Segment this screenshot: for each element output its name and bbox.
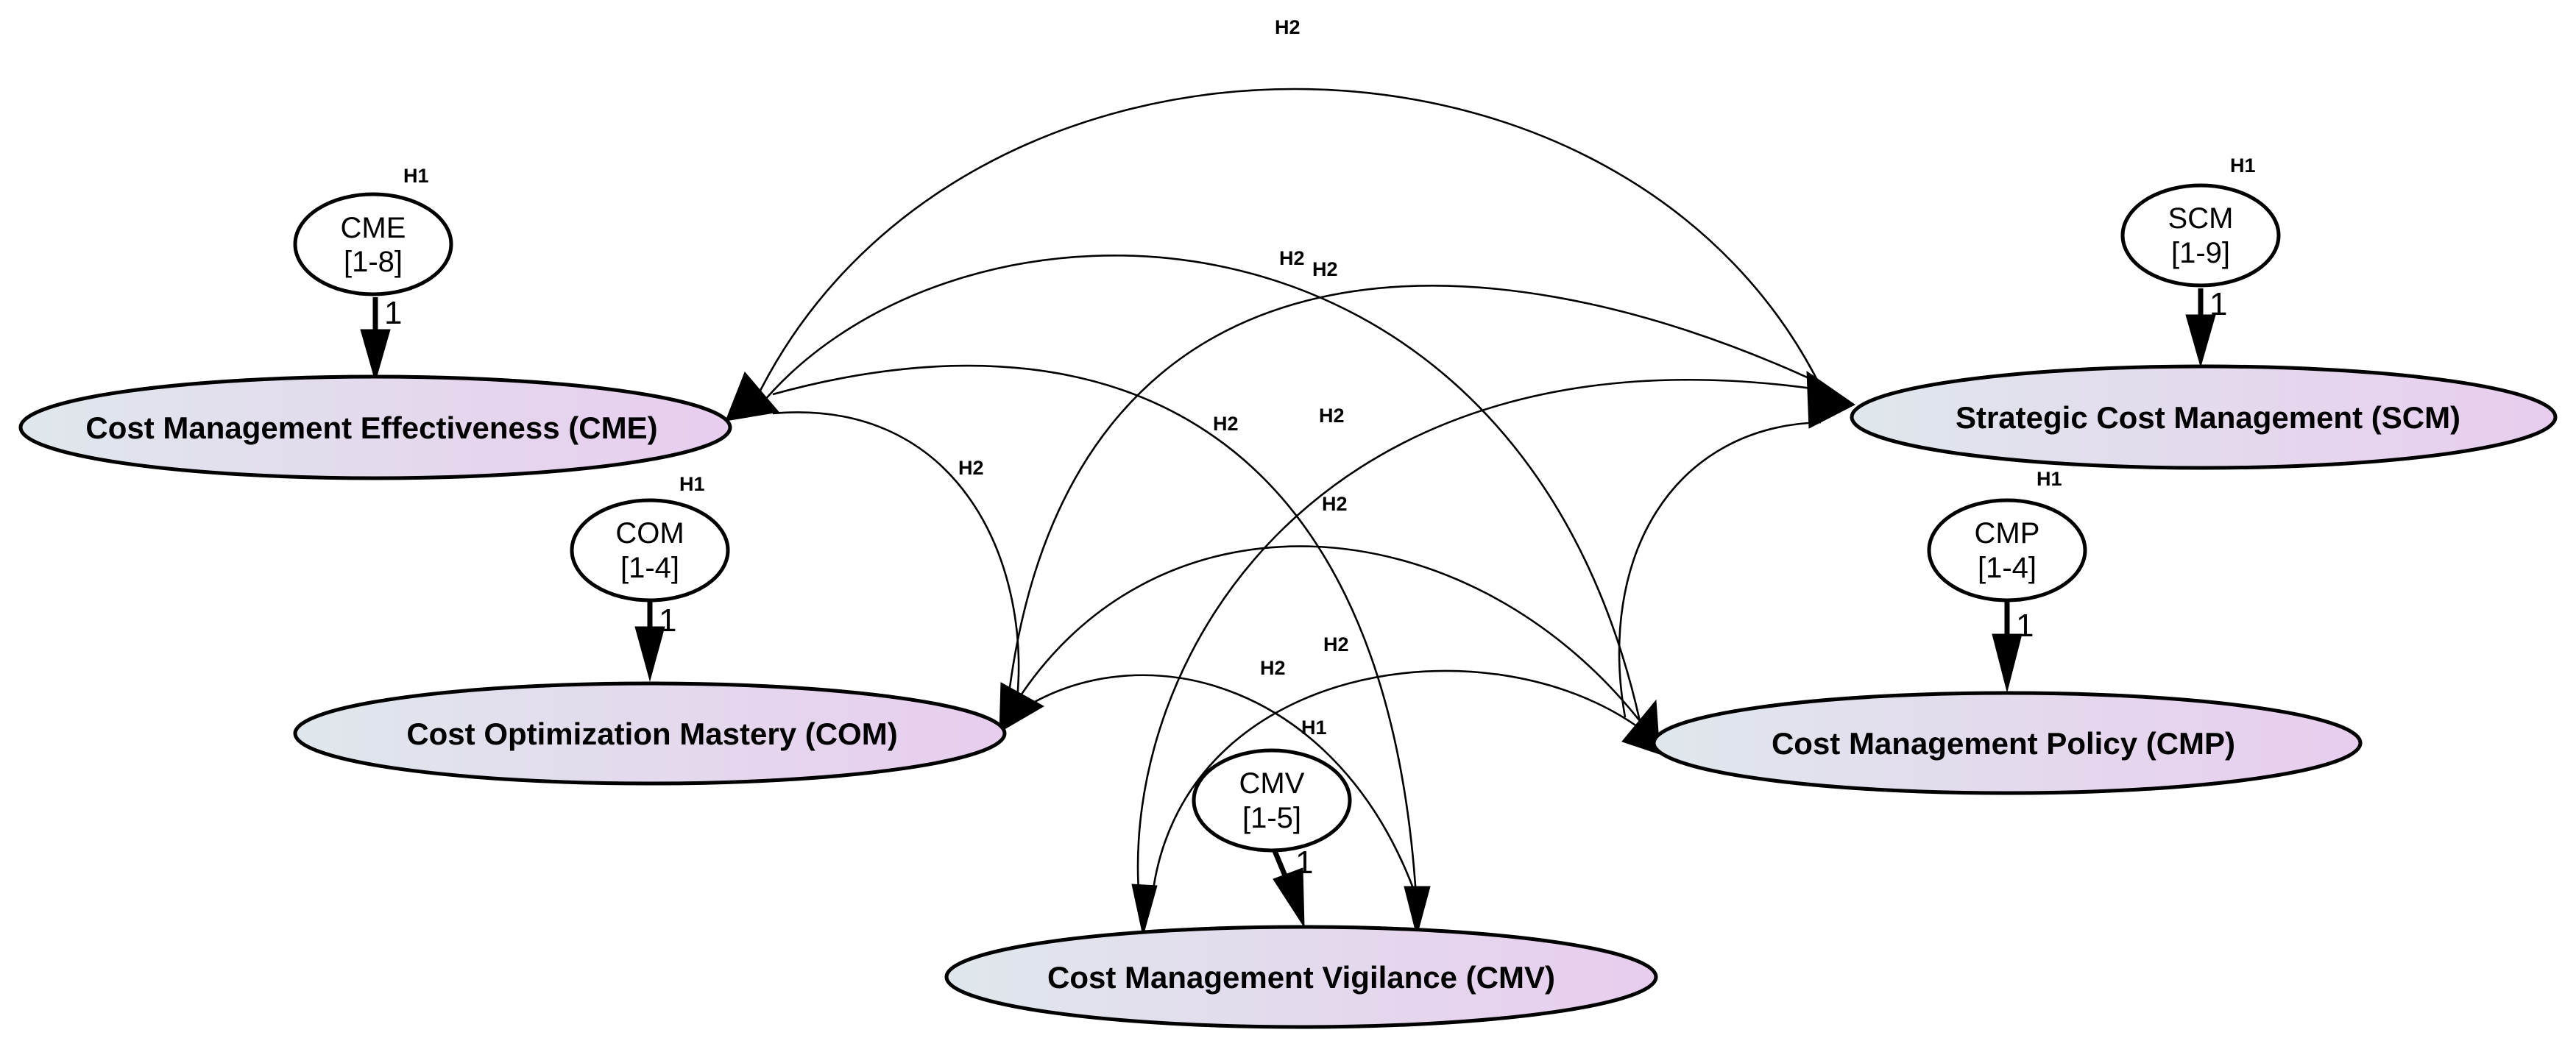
constructs: Cost Management Effectiveness (CME) Stra… [18, 364, 2558, 1029]
path-cme-cmv [772, 364, 1418, 897]
construct-label-scm: Strategic Cost Management (SCM) [1956, 400, 2460, 435]
indicator-cme[interactable]: H1 CME [1-8] [293, 165, 453, 296]
path-cmv-cmp [1150, 669, 1641, 901]
arrowhead-com-right [999, 682, 1045, 733]
indicator-range-cme: [1-8] [344, 246, 403, 278]
weight-scm: 1 [2209, 286, 2227, 322]
construct-com[interactable]: Cost Optimization Mastery (COM) [293, 681, 1007, 786]
indicator-range-com: [1-4] [620, 552, 679, 584]
arrowhead-cmv-b [1404, 886, 1431, 937]
arrowhead-cme-right [725, 372, 779, 422]
label-cme-cmp-a: H2 [1279, 247, 1305, 269]
construct-cmv[interactable]: Cost Management Vigilance (CMV) [944, 925, 1658, 1029]
indicator-cmp[interactable]: H1 CMP [1-4] [1927, 468, 2087, 603]
indicator-range-cmp: [1-4] [1978, 552, 2037, 584]
label-cme-com: H2 [958, 457, 984, 479]
indicator-shape-com [570, 498, 730, 603]
measure-arrowhead-com [634, 626, 665, 682]
indicator-name-com: COM [615, 517, 684, 550]
arrowhead-cmp-left [1621, 699, 1660, 755]
indicator-range-scm: [1-9] [2171, 237, 2230, 269]
indicator-name-cmv: CMV [1239, 767, 1305, 800]
weight-com: 1 [659, 603, 676, 639]
indicator-group-cme: H1 [403, 165, 429, 187]
measurement-arrows [360, 288, 2216, 928]
indicator-group-scm: H1 [2230, 154, 2256, 177]
label-com-scm: H2 [1319, 405, 1345, 427]
weight-cmp: 1 [2016, 608, 2034, 644]
path-cme-scm [754, 88, 1828, 402]
weight-cme: 1 [384, 295, 402, 331]
construct-cmp[interactable]: Cost Management Policy (CMP) [1652, 691, 2363, 795]
indicator-cmv[interactable]: H1 CMV [1-5] [1192, 717, 1352, 853]
indicator-shape-scm [2120, 183, 2281, 288]
indicator-name-scm: SCM [2168, 202, 2234, 235]
label-com-cmv: H2 [1260, 657, 1286, 679]
path-cme-com [772, 411, 1020, 700]
indicator-group-cmv: H1 [1301, 717, 1327, 739]
indicator-name-cme: CME [341, 212, 406, 244]
indicator-com[interactable]: H1 COM [1-4] [570, 473, 730, 603]
construct-label-cmp: Cost Management Policy (CMP) [1772, 726, 2235, 761]
construct-shape-cmv [944, 925, 1658, 1029]
indicator-shape-cmp [1927, 498, 2087, 603]
indicator-range-cmv: [1-5] [1242, 802, 1301, 834]
path-scm-cmp [1618, 421, 1822, 718]
path-cmv-scm [1136, 379, 1822, 901]
path-com-cmp [1007, 545, 1641, 722]
indicator-group-cmp: H1 [2037, 468, 2062, 490]
arrowhead-cmv-a [1131, 884, 1158, 937]
label-cme-cmp-b: H2 [1312, 258, 1338, 280]
construct-shape-cme [18, 374, 732, 480]
weight-cmv: 1 [1295, 845, 1313, 881]
indicator-group-com: H1 [679, 473, 705, 495]
indicator-shape-cme [293, 192, 453, 296]
construct-shape-cmp [1652, 691, 2363, 795]
path-cme-cmp-upper [760, 255, 1641, 722]
indicators: H1 CME [1-8] H1 SCM [1-9] H1 COM [1-4] H… [293, 154, 2281, 853]
construct-shape-scm [1850, 364, 2558, 470]
path-com-cmv [1024, 674, 1418, 897]
path-com-scm [1007, 285, 1822, 700]
label-cme-scm: H2 [1275, 16, 1301, 38]
label-cmv-scm: H2 [1322, 493, 1348, 515]
measure-arrowhead-scm [2185, 314, 2216, 368]
indicator-name-cmp: CMP [1975, 517, 2040, 550]
construct-shape-com [293, 681, 1007, 786]
measure-arrowhead-cmv [1273, 867, 1305, 928]
label-cme-cmv: H2 [1213, 413, 1239, 435]
measure-arrowhead-cme [360, 329, 391, 383]
construct-label-cmv: Cost Management Vigilance (CMV) [1047, 960, 1555, 995]
measurement-weights: 1 1 1 1 1 [384, 286, 2227, 881]
measure-arrowhead-cmp [1992, 633, 2023, 692]
structural-paths [754, 88, 1828, 901]
construct-cme[interactable]: Cost Management Effectiveness (CME) [18, 374, 732, 480]
indicator-scm[interactable]: H1 SCM [1-9] [2120, 154, 2281, 288]
construct-label-com: Cost Optimization Mastery (COM) [406, 717, 897, 751]
label-cmv-cmp: H2 [1323, 633, 1349, 655]
path-labels: H2 H2 H2 H2 H2 H2 H2 H2 H2 H2 [958, 16, 1349, 679]
indicator-shape-cmv [1192, 748, 1352, 853]
construct-label-cme: Cost Management Effectiveness (CME) [85, 411, 657, 445]
arrowheads [725, 371, 1855, 937]
construct-scm[interactable]: Strategic Cost Management (SCM) [1850, 364, 2558, 470]
arrowhead-scm-left [1806, 371, 1855, 429]
